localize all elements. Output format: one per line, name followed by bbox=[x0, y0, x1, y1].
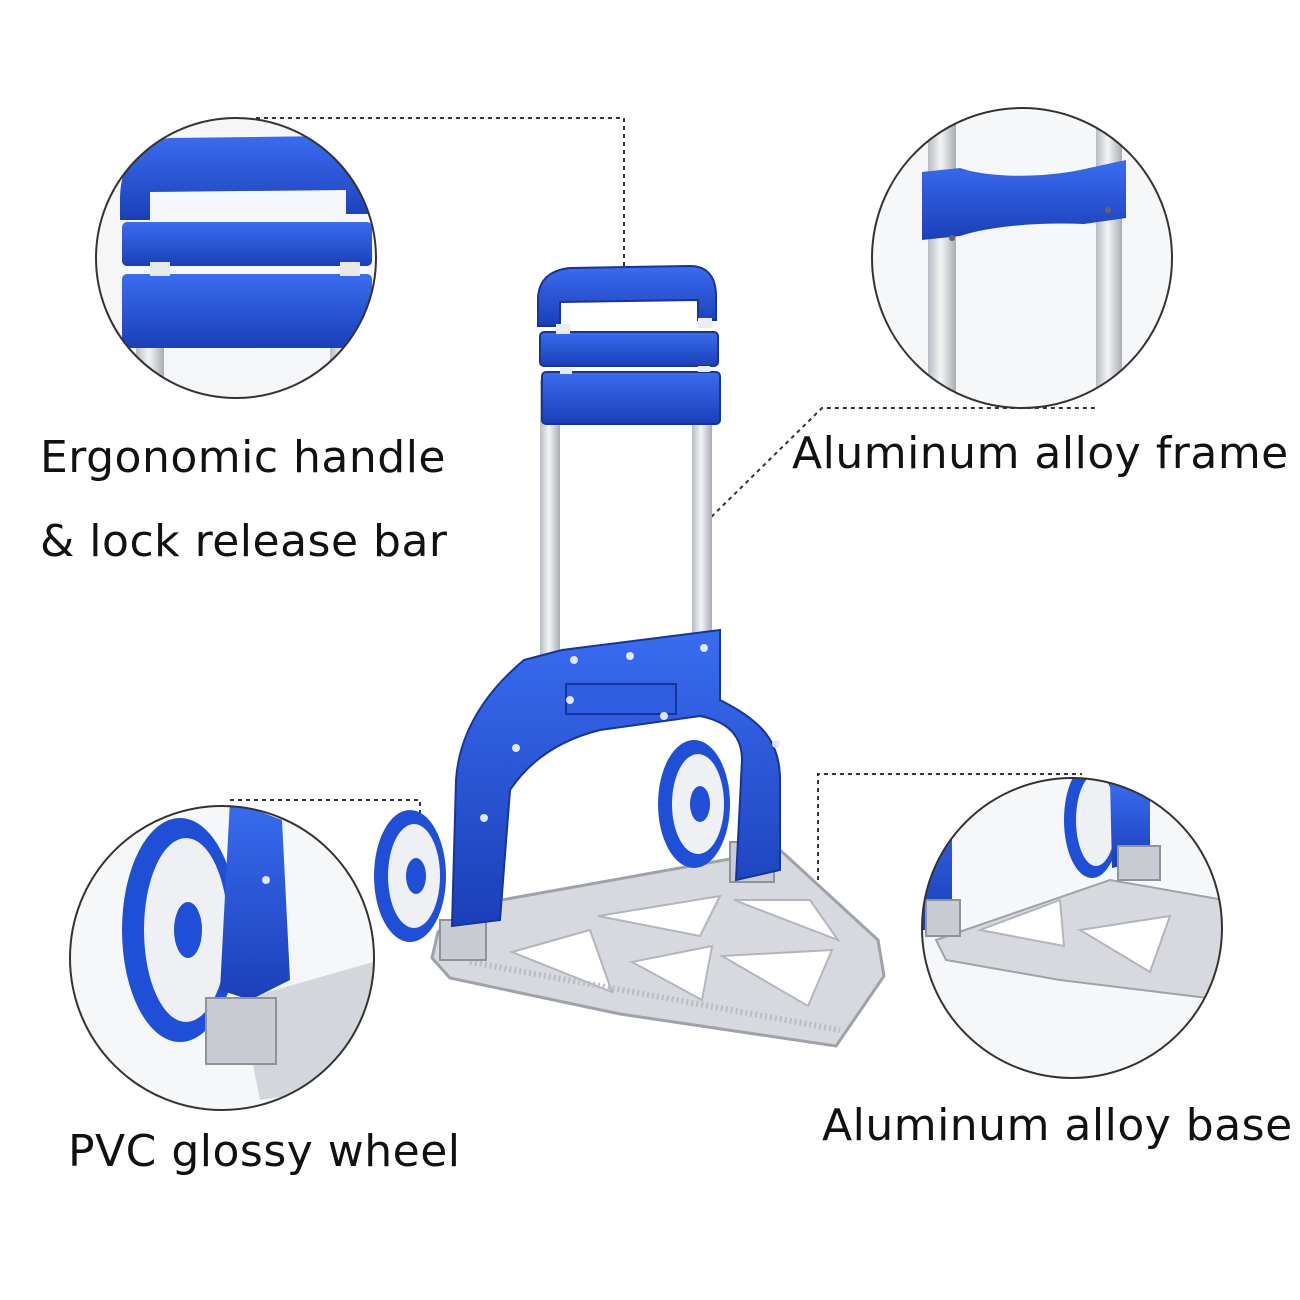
handle-label-line1: Ergonomic handle bbox=[40, 432, 446, 483]
base-detail-circle bbox=[921, 777, 1223, 1079]
connector-handle bbox=[256, 117, 625, 268]
handle-main bbox=[537, 264, 721, 425]
frame-label: Aluminum alloy frame bbox=[792, 428, 1289, 479]
handle-label-line2: & lock release bar bbox=[40, 516, 448, 567]
base-label: Aluminum alloy base bbox=[822, 1100, 1293, 1151]
lower-frame bbox=[450, 628, 781, 928]
hinge-left bbox=[439, 919, 487, 961]
handle-detail-circle bbox=[95, 117, 377, 399]
connector-base bbox=[817, 773, 1082, 936]
rail-right bbox=[692, 380, 712, 650]
wheel-left bbox=[374, 810, 446, 942]
wheel-right bbox=[658, 740, 730, 868]
base-plate bbox=[430, 848, 886, 1048]
rail-left bbox=[540, 380, 560, 670]
wheel-detail-circle bbox=[69, 805, 375, 1111]
frame-detail-circle bbox=[871, 107, 1173, 409]
wheel-label: PVC glossy wheel bbox=[68, 1126, 461, 1177]
hand-truck-main bbox=[374, 264, 886, 1048]
